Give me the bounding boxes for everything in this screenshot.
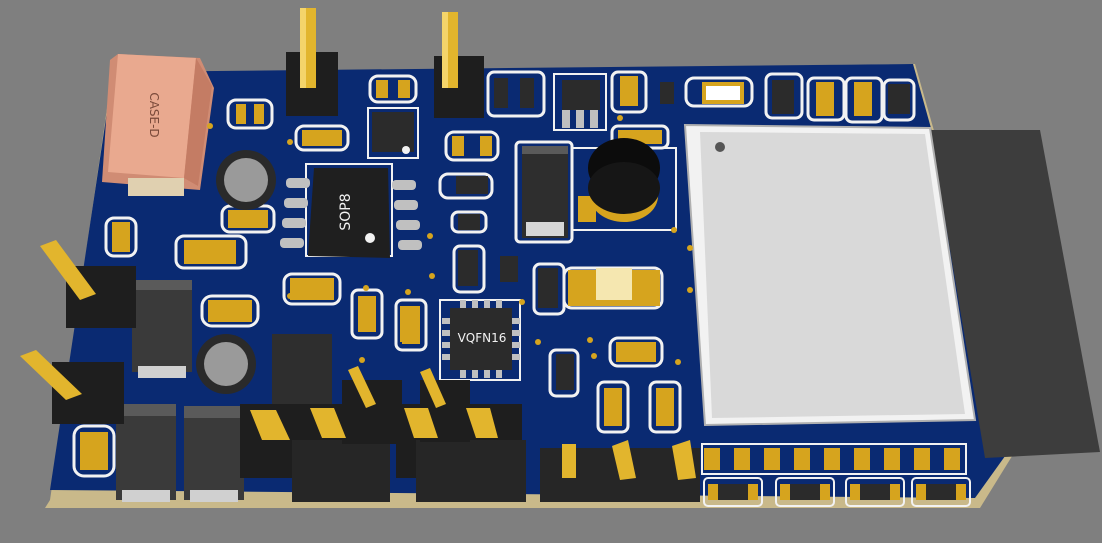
small-8pin-ic — [367, 107, 419, 159]
tantalum-capacitor-case-d: CASE-D — [102, 54, 214, 196]
header-pins-bottom — [240, 366, 700, 502]
sop8-ic: SOP8 — [280, 163, 422, 258]
schottky-diode — [522, 146, 568, 238]
large-capacitor — [568, 268, 660, 306]
mounting-holes — [196, 150, 276, 394]
small-smd-components — [400, 78, 910, 390]
power-inductor — [571, 138, 677, 231]
sot-regulator — [553, 73, 607, 131]
silkscreen-outlines — [72, 70, 916, 478]
sop8-label: SOP8 — [338, 193, 354, 230]
module-antenna-area — [930, 130, 1100, 458]
header-pins-top — [286, 8, 484, 118]
module-edge-pads — [701, 443, 971, 507]
case-d-label: CASE-D — [147, 92, 161, 137]
vias — [207, 115, 693, 365]
vqfn16-label: VQFN16 — [458, 331, 507, 345]
smb-diodes — [116, 280, 332, 502]
wifi-module — [683, 123, 977, 427]
header-pins-left — [20, 240, 136, 424]
led-indicator — [702, 82, 744, 104]
vqfn16-ic: VQFN16 — [439, 299, 521, 381]
